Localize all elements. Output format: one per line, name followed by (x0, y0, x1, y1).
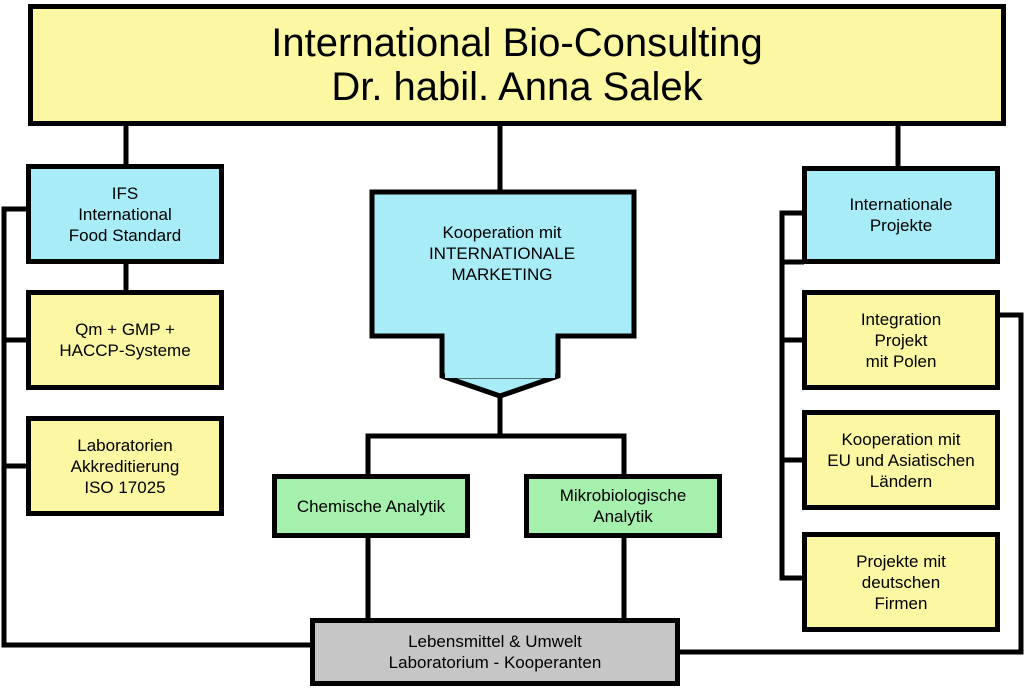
laboratorien-label: Laboratorien Akkreditierung ISO 17025 (70, 435, 180, 497)
chemische-analytik-box: Chemische Analytik (272, 474, 470, 538)
qm-gmp-haccp-label: Qm + GMP + HACCP-Systeme (59, 320, 191, 360)
title-line-1: International Bio-Consulting (271, 21, 763, 65)
kooperation-marketing-label: Kooperation mit INTERNATIONALE MARKETING (428, 223, 576, 284)
laboratorien-box: Laboratorien Akkreditierung ISO 17025 (26, 416, 224, 516)
integration-projekt-box: Integration Projekt mit Polen (802, 290, 1000, 390)
internationale-projekte-label: Internationale Projekte (849, 195, 953, 235)
title-box: International Bio-Consulting Dr. habil. … (28, 4, 1006, 126)
qm-gmp-haccp-box: Qm + GMP + HACCP-Systeme (26, 290, 224, 390)
connector-right-rail (779, 210, 804, 581)
eu-asiatisch-label: Kooperation mit EU und Asiatischen Lände… (827, 429, 975, 491)
title-line-2: Dr. habil. Anna Salek (331, 65, 703, 109)
deutsche-firmen-label: Projekte mit deutschen Firmen (856, 551, 946, 613)
kooperation-arrow-neck (445, 334, 555, 378)
ifs-label: IFS International Food Standard (68, 183, 182, 245)
connector-left-rail (1, 206, 312, 648)
lebensmittel-labor-box: Lebensmittel & Umwelt Laboratorium - Koo… (310, 618, 680, 686)
integration-projekt-label: Integration Projekt mit Polen (860, 309, 942, 371)
eu-asiatisch-box: Kooperation mit EU und Asiatischen Lände… (802, 410, 1000, 510)
kooperation-arrow-tip (441, 373, 559, 399)
mikrobiologische-analytik-label: Mikrobiologische Analytik (559, 486, 687, 526)
connector-branch-bar (365, 433, 627, 476)
chemische-analytik-label: Chemische Analytik (296, 496, 446, 516)
mikrobiologische-analytik-box: Mikrobiologische Analytik (524, 474, 722, 538)
connector-right-lab (678, 312, 1024, 655)
internationale-projekte-box: Internationale Projekte (802, 166, 1000, 264)
deutsche-firmen-box: Projekte mit deutschen Firmen (802, 532, 1000, 632)
ifs-box: IFS International Food Standard (26, 164, 224, 264)
lebensmittel-labor-label: Lebensmittel & Umwelt Laboratorium - Koo… (388, 632, 602, 672)
